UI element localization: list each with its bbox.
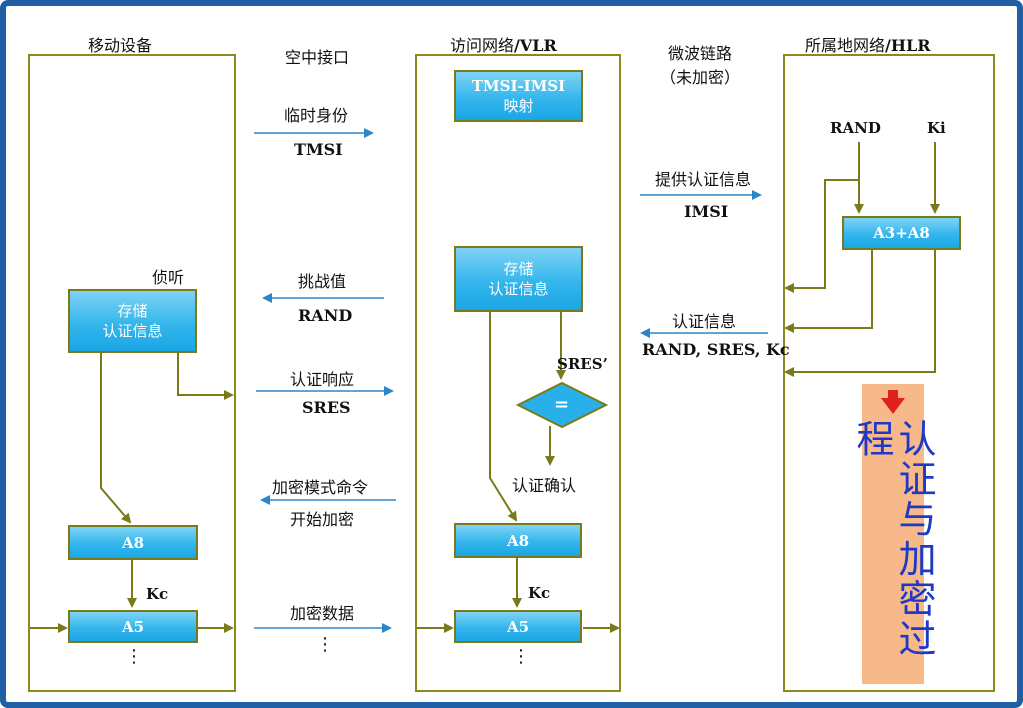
- microwave-header-line1: 微波链路: [668, 44, 733, 63]
- hlr-ki-label: Ki: [927, 119, 946, 137]
- vlr-store-line2: 认证信息: [488, 280, 549, 298]
- mobile-header: 移动设备: [88, 36, 153, 55]
- a3a8-box: A3+A8: [842, 216, 961, 250]
- vlr-a5-box: A5: [454, 610, 582, 643]
- link-response-cn: 认证信息: [672, 312, 737, 331]
- hlr-rand-branch-line: [784, 179, 859, 293]
- hlr-header: 所属地网络/HLR: [805, 32, 931, 56]
- air-more-dots: ⋮: [316, 634, 334, 655]
- vlr-store-auth-box: 存储 认证信息: [454, 246, 583, 312]
- sres-compare-diamond: [515, 381, 609, 429]
- process-title-text: 认证与加密过程: [850, 418, 936, 659]
- hlr-header-cn: 所属地网络: [805, 36, 886, 55]
- process-title-panel: 认证与加密过程: [850, 384, 936, 684]
- air-msg1-en: TMSI: [294, 140, 343, 159]
- microwave-header-line2: （未加密）: [660, 68, 741, 87]
- vlr-header-en: /VLR: [514, 36, 557, 55]
- mobile-column: [28, 54, 236, 692]
- vlr-more-dots: ⋮: [512, 646, 530, 667]
- vlr-store-to-a8-line: [489, 312, 518, 522]
- link-request-en: IMSI: [684, 202, 729, 221]
- vlr-a8-box: A8: [454, 523, 582, 558]
- mobile-kc-label: Kc: [146, 585, 169, 603]
- mapping-line2: 映射: [503, 97, 534, 115]
- sres-compare-sign: =: [554, 394, 570, 415]
- air-msg4-cn: 加密模式命令: [272, 478, 369, 497]
- vlr-store-line1: 存储: [503, 260, 534, 278]
- listen-label: 侦听: [152, 268, 185, 287]
- mobile-store-to-sres-line: [177, 352, 234, 400]
- link-request-cn: 提供认证信息: [655, 170, 752, 189]
- air-msg3-cn: 认证响应: [290, 370, 355, 389]
- sres-prime-label: SRES’: [557, 355, 608, 373]
- air-msg4-cn2: 开始加密: [290, 510, 355, 529]
- tmsi-imsi-mapping-box: TMSI-IMSI 映射: [454, 70, 583, 122]
- air-msg1-cn: 临时身份: [284, 106, 349, 125]
- mapping-line1: TMSI-IMSI: [471, 77, 566, 95]
- hlr-rand-label: RAND: [830, 119, 881, 137]
- mobile-a8-box: A8: [68, 525, 198, 560]
- hlr-header-en: /HLR: [885, 36, 931, 55]
- vlr-kc-label: Kc: [528, 584, 551, 602]
- hlr-a3a8-out1-line: [784, 250, 873, 333]
- hlr-a3a8-out2-line: [784, 250, 936, 377]
- down-arrow-icon: [881, 390, 905, 414]
- vlr-column: [415, 54, 621, 692]
- auth-confirm-label: 认证确认: [512, 476, 577, 495]
- mobile-store-line2: 认证信息: [102, 322, 163, 340]
- air-msg3-en: SRES: [302, 398, 351, 417]
- link-response-en: RAND, SRES, Kc: [642, 340, 790, 359]
- vlr-header: 访问网络/VLR: [450, 32, 557, 56]
- mobile-store-auth-box: 存储 认证信息: [68, 289, 197, 353]
- mobile-more-dots: ⋮: [125, 646, 143, 667]
- mobile-store-line1: 存储: [117, 302, 148, 320]
- air-interface-header: 空中接口: [285, 48, 350, 67]
- mobile-store-to-a8-line: [100, 352, 132, 524]
- microwave-header: 微波链路 （未加密）: [660, 42, 740, 90]
- air-msg2-cn: 挑战值: [298, 272, 347, 291]
- mobile-a5-box: A5: [68, 610, 198, 643]
- air-msg5-cn: 加密数据: [290, 604, 355, 623]
- vlr-header-cn: 访问网络: [450, 36, 515, 55]
- air-msg2-en: RAND: [298, 306, 353, 325]
